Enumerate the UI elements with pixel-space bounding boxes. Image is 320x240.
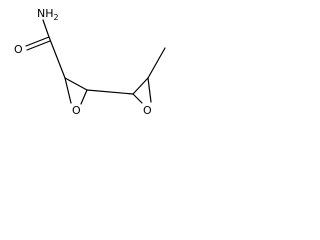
bond-ring2-co-left (132, 93, 143, 104)
amide-h-symbol: H (45, 7, 53, 20)
epoxide2-o-label: O (143, 104, 152, 117)
bond-ring-link (86, 89, 134, 95)
amide-h-count: 2 (54, 13, 59, 22)
bond-ring1-cc (64, 77, 88, 91)
bond-ring1-co-right (80, 89, 88, 105)
bond-ring2-cc (132, 77, 149, 95)
amide-n-symbol: N (37, 7, 45, 20)
bond-ring1-co-left (64, 77, 72, 104)
bond-carbonyl-a (25, 36, 50, 47)
bond-carbonyl-b (26, 40, 51, 51)
bond-methyl (147, 47, 166, 79)
bond-ring2-co-right (147, 77, 152, 103)
chemical-structure-diagram: NH2 O O O (14, 7, 166, 117)
amide-n-label: NH2 (37, 7, 59, 22)
epoxide1-o-label: O (72, 104, 81, 117)
bond-amide-ring1 (48, 36, 66, 79)
bond-cn (42, 19, 50, 38)
carbonyl-o-label: O (14, 43, 23, 56)
